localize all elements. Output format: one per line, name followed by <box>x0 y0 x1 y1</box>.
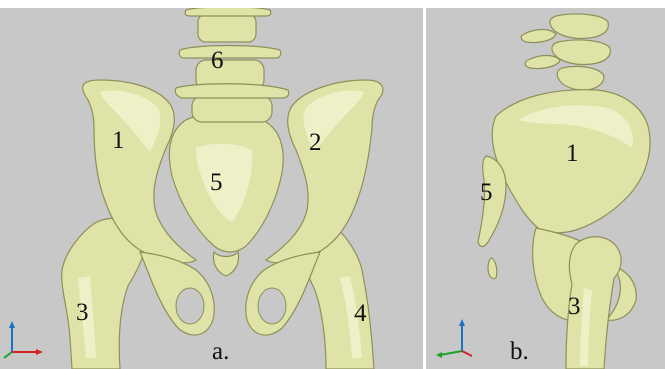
label-4: 4 <box>354 301 367 326</box>
label-5: 5 <box>210 170 223 195</box>
label-3: 3 <box>76 300 89 325</box>
lumbar-vertebra-l3 <box>198 14 256 42</box>
axis-triad-b <box>436 319 472 358</box>
panel-a-frontal-view: 1 2 3 4 5 6 a. <box>0 8 423 369</box>
lumbar-vertebra-l5 <box>192 96 272 122</box>
label-5-lateral: 5 <box>480 180 493 205</box>
label-2: 2 <box>309 130 322 155</box>
axis-triad-a <box>4 321 43 358</box>
left-pubis <box>140 252 214 335</box>
right-pubis <box>246 252 320 335</box>
lumbar-vertebrae-lateral <box>521 14 610 90</box>
caption-a: a. <box>212 339 229 364</box>
coccyx <box>214 252 239 276</box>
label-6: 6 <box>211 48 224 73</box>
label-1: 1 <box>112 128 125 153</box>
label-3-lateral: 3 <box>568 294 581 319</box>
caption-b: b. <box>510 339 529 364</box>
label-1-lateral: 1 <box>566 141 579 166</box>
panel-b-lateral-view: 1 3 5 b. <box>426 8 665 369</box>
pelvis-lateral-drawing <box>426 8 665 369</box>
